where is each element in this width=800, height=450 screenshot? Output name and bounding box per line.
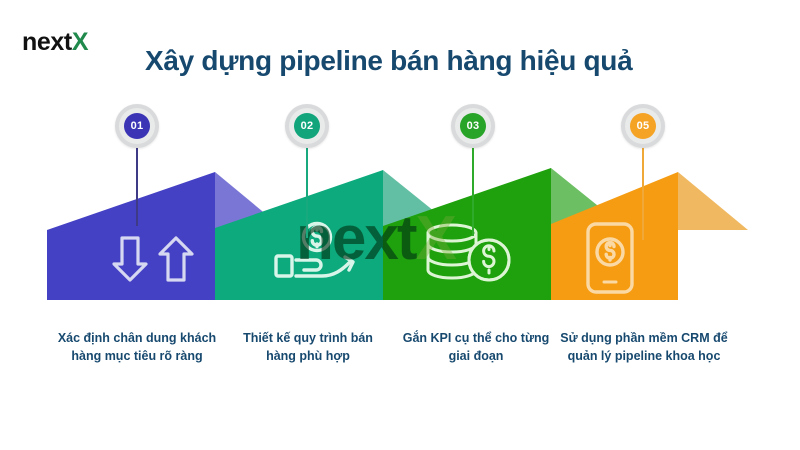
pin-stem-2 [306, 148, 308, 238]
step-caption-1: Xác định chân dung khách hàng mục tiêu r… [57, 331, 217, 364]
fold-triangle-tail [678, 172, 748, 230]
pin-stem-1 [136, 148, 138, 226]
ribbon-segment-2 [215, 170, 383, 300]
brand-logo-next: next [22, 28, 72, 56]
pin-ring-3: 03 [451, 104, 495, 148]
arrows-down-up-icon [112, 236, 194, 282]
step-number-badge-2: 02 [294, 113, 320, 139]
coin-stack-icon [426, 223, 511, 282]
brand-logo: nextX [22, 28, 89, 56]
step-number-badge-4: 05 [630, 113, 656, 139]
pin-stem-4 [642, 148, 644, 240]
step-pin-3[interactable]: 03 [451, 104, 495, 236]
ribbon-segment-4 [551, 172, 678, 300]
step-number-badge-1: 01 [124, 113, 150, 139]
step-pin-4[interactable]: 05 [621, 104, 665, 240]
step-pin-2[interactable]: 02 [285, 104, 329, 238]
step-pin-1[interactable]: 01 [115, 104, 159, 226]
ribbon-segment-1 [47, 172, 215, 300]
step-number-badge-3: 03 [460, 113, 486, 139]
pin-ring-1: 01 [115, 104, 159, 148]
pin-stem-3 [472, 148, 474, 236]
step-caption-2: Thiết kế quy trình bán hàng phù hợp [243, 331, 373, 364]
step-caption-3: Gắn KPI cụ thể cho từng giai đoạn [402, 331, 550, 364]
mobile-payment-icon [586, 222, 634, 294]
pin-ring-2: 02 [285, 104, 329, 148]
pipeline-ribbon [47, 168, 748, 300]
brand-logo-x: X [71, 28, 89, 56]
page-title: Xây dựng pipeline bán hàng hiệu quả [145, 44, 633, 76]
hand-holding-coin-icon [274, 221, 355, 278]
step-caption-4: Sử dụng phần mềm CRM để quản lý pipeline… [560, 331, 728, 364]
pin-ring-4: 05 [621, 104, 665, 148]
